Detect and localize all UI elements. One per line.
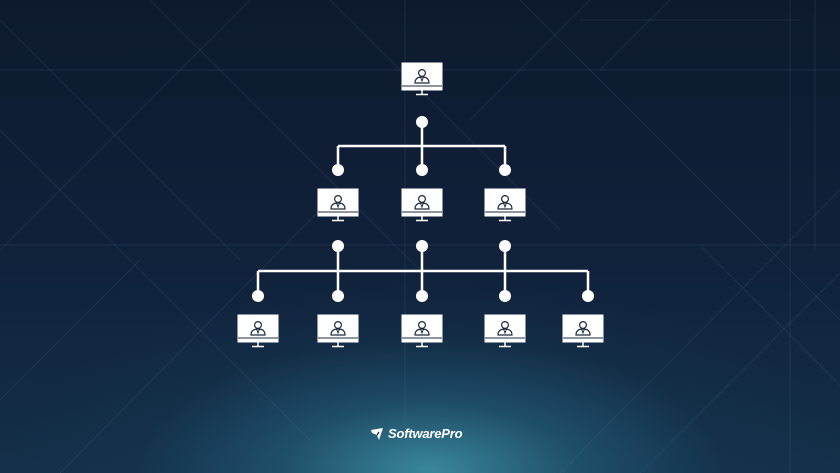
monitor-user-icon bbox=[401, 62, 443, 96]
monitor-user-icon bbox=[401, 314, 443, 348]
monitor-user-icon bbox=[401, 188, 443, 222]
monitor-user-icon bbox=[317, 188, 359, 222]
connector-dot bbox=[499, 240, 511, 252]
connector-dot bbox=[416, 116, 428, 128]
connector-dots bbox=[252, 116, 594, 302]
brand-logo: SoftwarePro bbox=[370, 425, 463, 443]
connector-dot bbox=[499, 290, 511, 302]
connector-dot bbox=[416, 290, 428, 302]
monitor-user-icon bbox=[484, 188, 526, 222]
monitor-user-icon bbox=[317, 314, 359, 348]
connector-dot bbox=[332, 164, 344, 176]
arrow-flag-icon bbox=[371, 428, 383, 440]
connector-dot bbox=[582, 290, 594, 302]
monitor-user-icon bbox=[562, 314, 604, 348]
connector-dot bbox=[416, 164, 428, 176]
brand-name: SoftwarePro bbox=[388, 426, 463, 441]
connector-dot bbox=[252, 290, 264, 302]
connector-dot bbox=[499, 164, 511, 176]
connector-dot bbox=[332, 240, 344, 252]
connector-dot bbox=[332, 290, 344, 302]
monitor-user-icon bbox=[237, 314, 279, 348]
connector-dot bbox=[416, 240, 428, 252]
monitor-user-icon bbox=[484, 314, 526, 348]
